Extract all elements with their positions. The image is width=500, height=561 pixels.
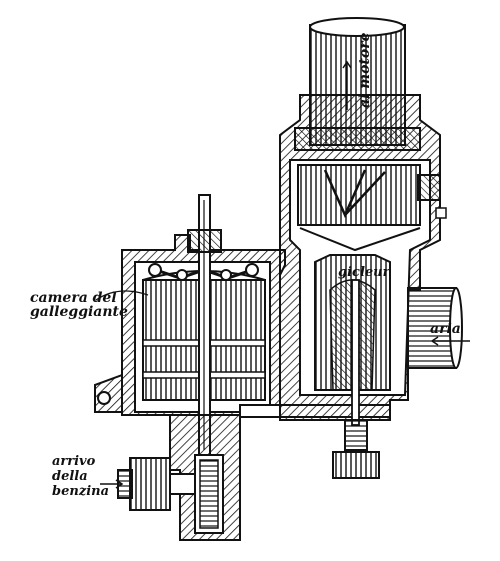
outlet-arrow bbox=[342, 60, 352, 110]
jet-adjust-screw bbox=[332, 419, 380, 479]
jet-label: gicleur bbox=[338, 265, 390, 280]
float-needle bbox=[187, 194, 222, 456]
fuel-inlet-union bbox=[100, 457, 196, 511]
air-intake bbox=[407, 287, 470, 369]
fuel-inlet-label-line3: benzina bbox=[52, 484, 110, 499]
outlet-pipe bbox=[294, 17, 421, 151]
fuel-inlet-label-line1: arrivo bbox=[52, 454, 96, 469]
float-chamber-label-line2: galleggiante bbox=[30, 304, 128, 320]
outlet-label: al motore bbox=[357, 32, 373, 108]
float-chamber-leader bbox=[95, 290, 149, 301]
air-intake-label: aria bbox=[430, 321, 461, 337]
fuel-inlet-label-line2: della bbox=[52, 469, 88, 484]
throttle-valve bbox=[297, 164, 447, 252]
fuel-inlet-body bbox=[169, 414, 241, 541]
float-chamber-label-line1: camera del bbox=[30, 290, 117, 306]
jet bbox=[351, 279, 360, 426]
